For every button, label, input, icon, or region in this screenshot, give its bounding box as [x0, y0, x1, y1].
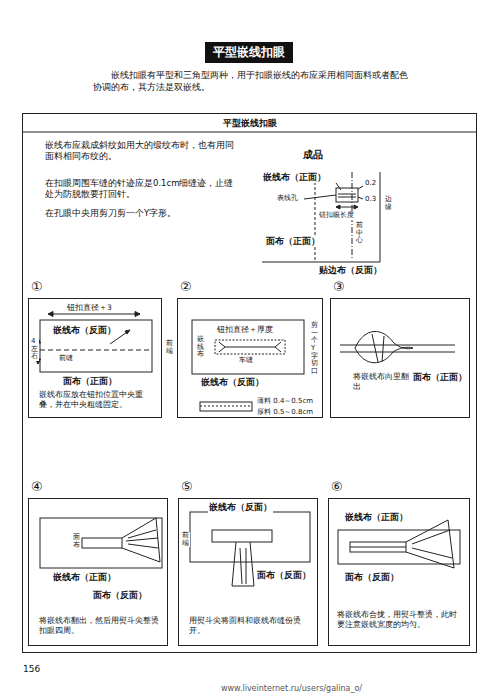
part-label: 车缝: [238, 356, 254, 365]
note-text: 在孔眼中央用剪刀剪一个Y字形。: [44, 208, 242, 219]
part-label: 嵌线布: [196, 336, 205, 359]
frame-heading: 平型嵌线扣眼: [23, 117, 476, 130]
figure-title: 成品: [302, 148, 324, 161]
part-label: 嵌线布（反面）: [52, 325, 117, 336]
part-label: 嵌线布（正面）: [262, 172, 327, 183]
step3-figure: [340, 331, 455, 362]
step1-figure: [36, 312, 153, 373]
dimension: 钮扣直径＋厚度: [216, 325, 274, 335]
part-label: 嵌线布（正面）: [344, 512, 409, 523]
part-label: 面布（正面）: [62, 376, 118, 387]
dimension: 0.3: [364, 195, 377, 204]
part-label: 面布（反面）: [256, 570, 312, 581]
callout-number: ⑤: [181, 480, 193, 493]
dimension: 0.2: [364, 179, 377, 188]
watermark: www.liveinternet.ru/users/galina_o/: [220, 684, 363, 694]
part-label: 面布（正面）: [265, 236, 321, 247]
part-label: 边缘: [384, 196, 393, 211]
part-label: 前端: [165, 340, 174, 355]
dimension: 钮扣眼长度: [318, 211, 355, 220]
step-panel: ③: [330, 298, 470, 418]
title-band: 平型嵌线扣眼: [205, 42, 293, 63]
part-label: 面布: [72, 534, 81, 549]
page-number: 156: [22, 664, 41, 676]
callout-number: ①: [31, 280, 43, 293]
part-label: 贴边布（反面）: [318, 265, 383, 276]
part-label: 面布（反面）: [344, 572, 400, 583]
dimension: 4左右: [30, 338, 39, 361]
part-label: 前中心: [355, 222, 364, 245]
caption: 嵌线布应放在钮扣位置中央重叠，并在中央粗缝固定。: [38, 390, 158, 410]
step6-figure: [338, 520, 460, 568]
part-label: 面布（正面）: [412, 372, 468, 383]
header-rule: [22, 132, 477, 133]
part-label: 表线孔: [276, 194, 299, 203]
callout-number: ⑥: [331, 480, 343, 493]
callout-number: ②: [180, 280, 192, 293]
caption: 将嵌线布向里翻出: [352, 372, 414, 392]
step4-figure: [40, 518, 162, 568]
dimension: 钮扣直径＋3: [66, 303, 113, 313]
dimension: 厚料 0.5～0.8cm: [256, 408, 314, 417]
dimension: 薄料 0.4～0.5cm: [256, 397, 314, 406]
intro-text: 嵌线扣眼有平型和三角型两种，用于扣眼嵌线的布应采用相同面料或者配色协调的布，其方…: [92, 70, 416, 93]
part-label: 前端: [181, 532, 190, 547]
finished-figure: [262, 172, 380, 262]
part-label: 嵌线布（正面）: [52, 572, 117, 583]
part-label: 嵌线布（反面）: [200, 377, 265, 388]
caption: 将嵌线布合拢，用熨斗整烫，此时要注意嵌线宽度的均匀。: [336, 610, 464, 630]
caption: 将嵌线布翻出，然后用熨斗尖整烫扣眼四周。: [38, 616, 160, 636]
callout-number: ③: [333, 280, 345, 293]
part-label: 前缝: [58, 354, 74, 363]
note-text: 剪一个Y字切口: [310, 322, 319, 376]
callout-number: ④: [31, 480, 43, 493]
caption: 用熨斗尖将面料和嵌线布缝份烫开。: [188, 616, 310, 636]
note-text: 嵌线布应裁成斜纹如用大的缎纹布时，也有用同面料相同布纹的。: [44, 140, 242, 162]
note-text: 在扣眼周围车缝的针迹应是0.1cm细缝迹，止缝处为防脱散要打回针。: [44, 178, 242, 200]
part-label: 嵌线布（反面）: [208, 502, 273, 513]
part-label: 面布（反面）: [92, 590, 148, 601]
